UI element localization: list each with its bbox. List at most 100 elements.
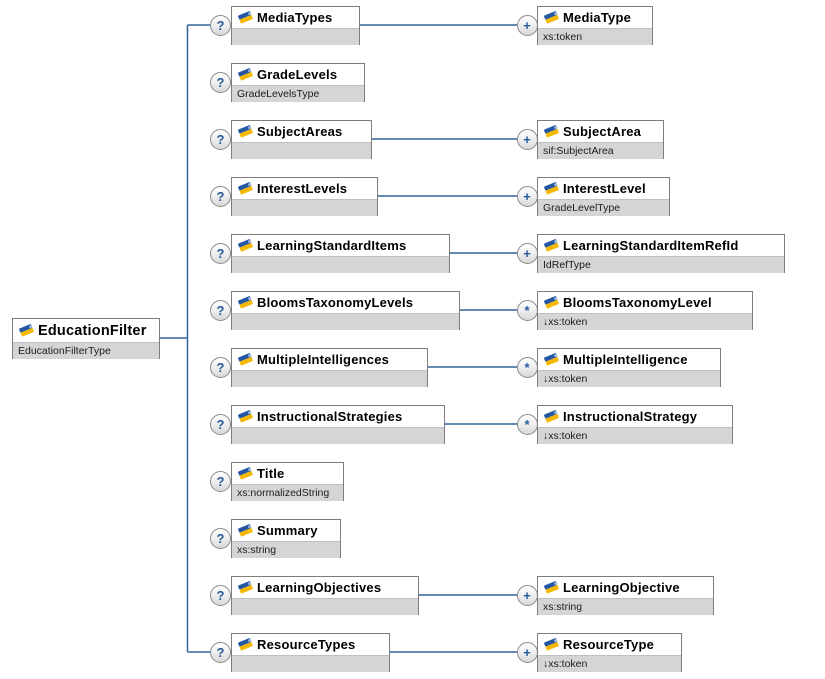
element-type [232,427,444,444]
occurrence-star-badge: * [516,299,538,321]
element-name: InstructionalStrategies [257,409,403,424]
element-box-mediatypes[interactable]: MediaTypes [231,6,360,45]
occurrence-optional-badge: ? [210,128,231,150]
element-icon [238,239,253,252]
element-box-learningstandarditemrefid[interactable]: LearningStandardItemRefId IdRefType [537,234,785,273]
occurrence-optional-badge: ? [210,71,231,93]
element-icon [238,467,253,480]
element-name: EducationFilter [38,322,147,339]
element-icon [238,638,253,651]
element-box-instructionalstrategy[interactable]: InstructionalStrategy ↓xs:token [537,405,733,444]
element-type [232,370,427,387]
occurrence-optional-badge: ? [210,641,231,663]
element-type: ↓xs:token [538,655,681,672]
element-box-learningobjective[interactable]: LearningObjective xs:string [537,576,714,615]
occurrence-star-badge: * [516,356,538,378]
element-box-resourcetypes[interactable]: ResourceTypes [231,633,390,672]
occurrence-optional-badge: ? [210,470,231,492]
element-name: BloomsTaxonomyLevels [257,295,414,310]
element-icon [238,11,253,24]
element-name: ResourceTypes [257,637,356,652]
element-name: LearningObjectives [257,580,382,595]
element-icon [544,410,559,423]
occurrence-optional-badge: ? [210,14,231,36]
element-box-gradelevels[interactable]: GradeLevels GradeLevelsType [231,63,365,102]
occurrence-plus-badge: + [516,185,538,207]
occurrence-optional-badge: ? [210,356,231,378]
element-type [232,256,449,273]
element-name: MediaType [563,10,632,25]
element-box-learningstandarditems[interactable]: LearningStandardItems [231,234,450,273]
element-type: xs:string [538,598,713,615]
element-box-title[interactable]: Title xs:normalizedString [231,462,344,501]
element-name: Title [257,466,285,481]
element-box-bloomstaxonomylevel[interactable]: BloomsTaxonomyLevel ↓xs:token [537,291,753,330]
element-type: GradeLevelsType [232,85,364,102]
element-type: GradeLevelType [538,199,669,216]
element-name: InterestLevel [563,181,646,196]
element-type [232,28,359,45]
occurrence-plus-badge: + [516,641,538,663]
element-icon [238,353,253,366]
element-icon [238,182,253,195]
element-icon [238,68,253,81]
element-name: InstructionalStrategy [563,409,698,424]
element-box-interestlevels[interactable]: InterestLevels [231,177,378,216]
element-type [232,598,418,615]
element-name: MultipleIntelligences [257,352,390,367]
element-name: InterestLevels [257,181,348,196]
element-icon [544,182,559,195]
element-box-subjectarea[interactable]: SubjectArea sif:SubjectArea [537,120,664,159]
element-box-resourcetype[interactable]: ResourceType ↓xs:token [537,633,682,672]
element-name: MediaTypes [257,10,333,25]
element-name: SubjectAreas [257,124,343,139]
element-name: LearningStandardItemRefId [563,238,739,253]
element-type: sif:SubjectArea [538,142,663,159]
element-name: LearningStandardItems [257,238,407,253]
element-type [232,199,377,216]
element-box-multipleintelligences[interactable]: MultipleIntelligences [231,348,428,387]
element-icon [238,296,253,309]
occurrence-optional-badge: ? [210,185,231,207]
element-name: GradeLevels [257,67,338,82]
occurrence-plus-badge: + [516,128,538,150]
element-icon [544,239,559,252]
element-box-mediatype[interactable]: MediaType xs:token [537,6,653,45]
element-name: BloomsTaxonomyLevel [563,295,712,310]
element-type: ↓xs:token [538,427,732,444]
element-icon [19,324,34,337]
occurrence-plus-badge: + [516,14,538,36]
element-icon [238,125,253,138]
occurrence-optional-badge: ? [210,413,231,435]
element-icon [238,410,253,423]
occurrence-plus-badge: + [516,242,538,264]
element-box-subjectareas[interactable]: SubjectAreas [231,120,372,159]
occurrence-plus-badge: + [516,584,538,606]
element-box-learningobjectives[interactable]: LearningObjectives [231,576,419,615]
element-type: ↓xs:token [538,370,720,387]
element-icon [544,638,559,651]
element-box-interestlevel[interactable]: InterestLevel GradeLevelType [537,177,670,216]
element-type [232,142,371,159]
element-name: LearningObjective [563,580,680,595]
element-box-multipleintelligence[interactable]: MultipleIntelligence ↓xs:token [537,348,721,387]
element-name: ResourceType [563,637,655,652]
element-box-summary[interactable]: Summary xs:string [231,519,341,558]
occurrence-optional-badge: ? [210,584,231,606]
element-type [232,313,459,330]
element-box-bloomstaxonomylevels[interactable]: BloomsTaxonomyLevels [231,291,460,330]
element-type: xs:string [232,541,340,558]
element-type: xs:normalizedString [232,484,343,501]
element-box-educationfilter[interactable]: EducationFilter EducationFilterType [12,318,160,359]
element-icon [238,524,253,537]
element-icon [238,581,253,594]
element-icon [544,125,559,138]
element-name: Summary [257,523,318,538]
element-type: ↓xs:token [538,313,752,330]
element-icon [544,581,559,594]
element-name: SubjectArea [563,124,642,139]
element-icon [544,11,559,24]
element-box-instructionalstrategies[interactable]: InstructionalStrategies [231,405,445,444]
